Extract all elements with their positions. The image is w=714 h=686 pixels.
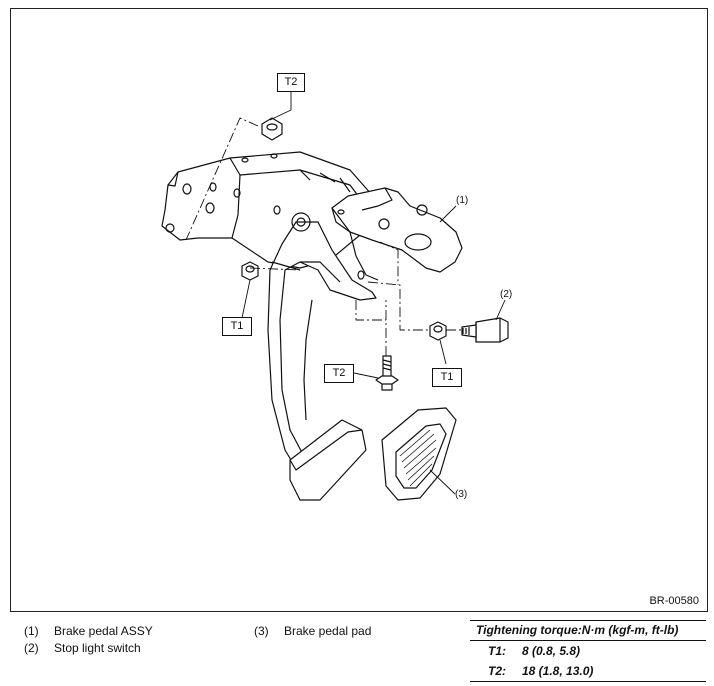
legend-item: (1) Brake pedal ASSY bbox=[24, 624, 153, 638]
legend-label: Brake pedal pad bbox=[284, 624, 372, 638]
tightening-torque-table: Tightening torque:N·m (kgf-m, ft-lb) T1:… bbox=[470, 620, 706, 682]
callout-t1-right: T1 bbox=[432, 368, 462, 387]
assembly-lines bbox=[185, 117, 462, 356]
legend-num: (3) bbox=[254, 624, 269, 638]
torque-row-t1: T1: 8 (0.8, 5.8) bbox=[470, 641, 706, 661]
callout-number-3: (3) bbox=[455, 489, 468, 500]
diagram-frame: BR-00580 bbox=[10, 8, 708, 612]
figure-id: BR-00580 bbox=[649, 595, 699, 607]
legend-num: (1) bbox=[24, 624, 39, 638]
pedal-arm bbox=[267, 212, 377, 476]
legend-item: (2) Stop light switch bbox=[24, 641, 141, 655]
stop-light-switch bbox=[461, 317, 509, 343]
callout-t1-left: T1 bbox=[222, 317, 252, 336]
leader-lines bbox=[241, 92, 506, 495]
callout-number-1: (1) bbox=[456, 195, 469, 206]
brake-pedal-pad bbox=[381, 407, 457, 501]
legend-item: (3) Brake pedal pad bbox=[254, 624, 371, 638]
legend-label: Stop light switch bbox=[54, 641, 141, 655]
pedal-pad-left bbox=[289, 419, 367, 501]
callout-t2-top: T2 bbox=[277, 73, 305, 92]
torque-key: T2: bbox=[488, 664, 506, 678]
torque-key: T1: bbox=[488, 644, 506, 658]
callout-number-2: (2) bbox=[500, 289, 513, 300]
callout-t2-bottom: T2 bbox=[324, 364, 354, 383]
legend-num: (2) bbox=[24, 641, 39, 655]
nut-t1-left bbox=[241, 261, 259, 281]
torque-value: 8 (0.8, 5.8) bbox=[522, 644, 581, 658]
nut-t1-right bbox=[429, 321, 447, 341]
nut-t2-top bbox=[261, 117, 283, 141]
torque-value: 18 (1.8, 13.0) bbox=[522, 664, 594, 678]
legend-label: Brake pedal ASSY bbox=[54, 624, 153, 638]
brake-pedal-assy-bracket bbox=[331, 187, 463, 281]
torque-row-t2: T2: 18 (1.8, 13.0) bbox=[470, 661, 706, 682]
torque-title: Tightening torque:N·m (kgf-m, ft-lb) bbox=[470, 620, 706, 641]
bolt-t2-bottom bbox=[375, 355, 399, 391]
